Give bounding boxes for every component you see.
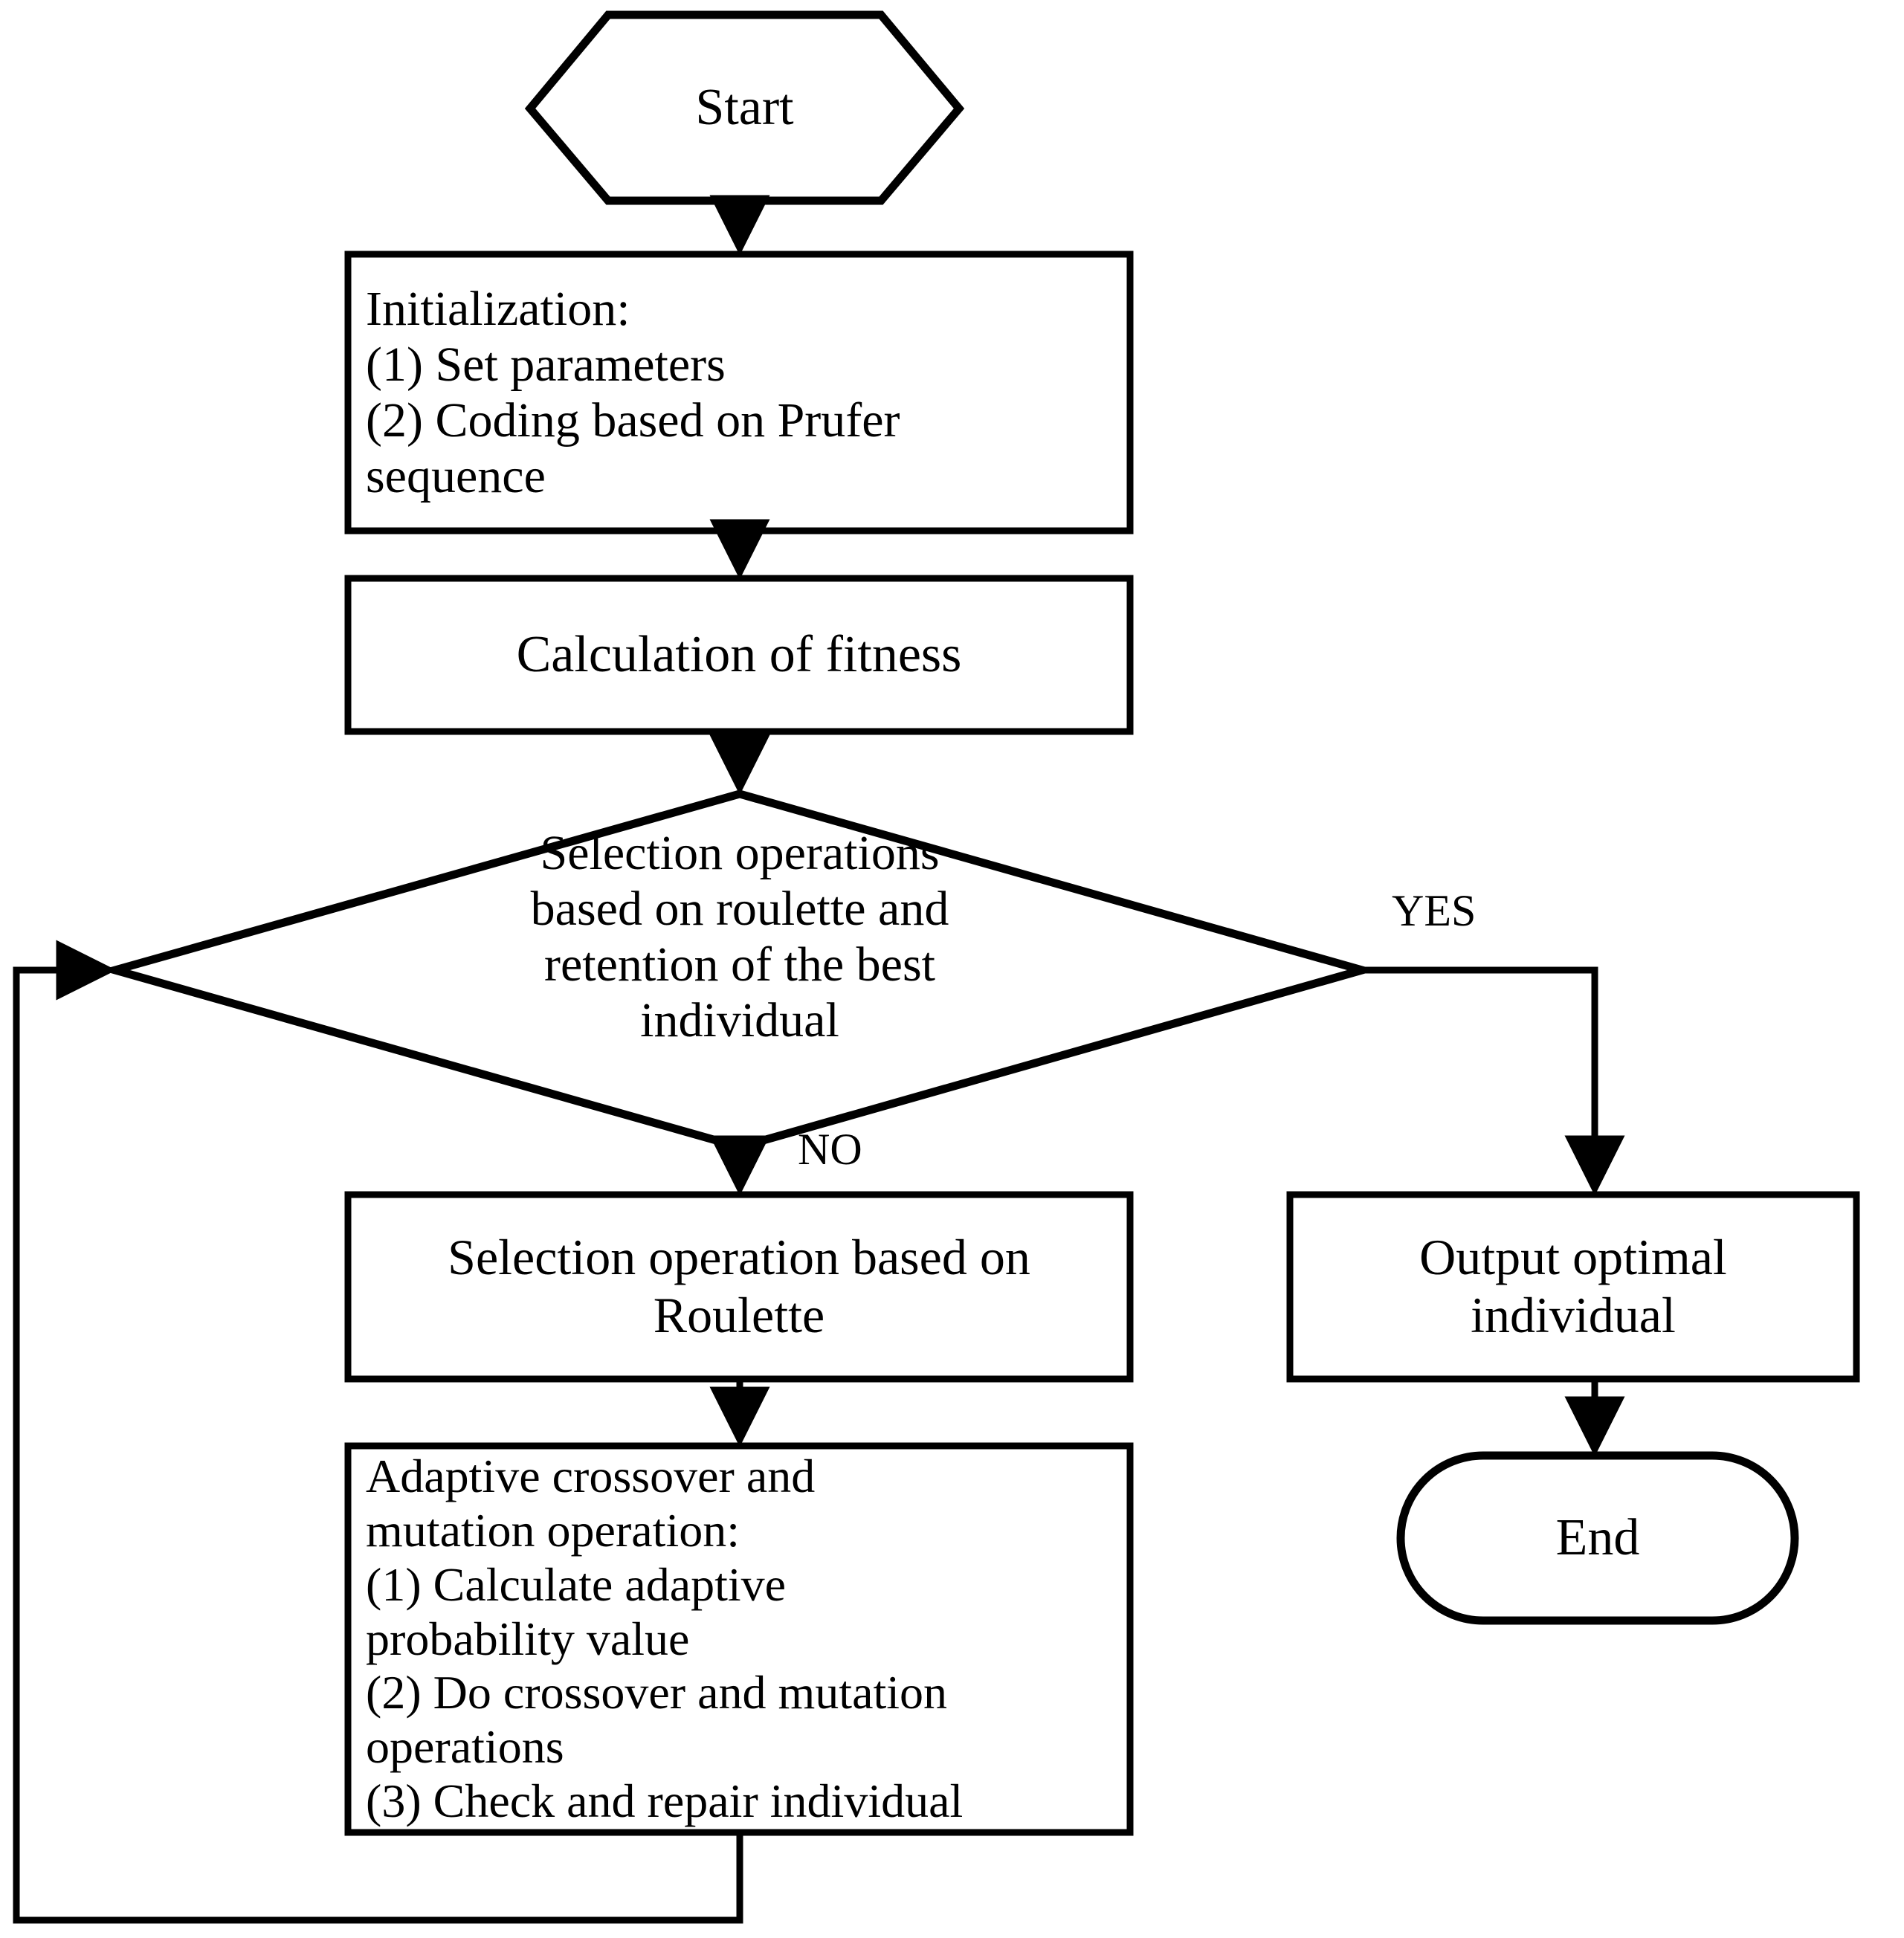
adaptive-shape — [344, 1442, 1134, 1836]
edge-label-no: NO — [798, 1125, 862, 1174]
edge-adaptive-loop-to-decision — [13, 940, 743, 1924]
edge-label-yes: YES — [1392, 886, 1477, 935]
output-shape — [1286, 1191, 1860, 1383]
decision-shape — [100, 789, 1378, 1152]
end-shape — [1396, 1451, 1799, 1625]
initialization-shape — [344, 251, 1134, 534]
edge-decision-yes-to-output — [1362, 966, 1625, 1196]
roulette-shape — [344, 1191, 1134, 1383]
fitness-shape — [344, 575, 1134, 735]
start-shape — [524, 10, 965, 205]
